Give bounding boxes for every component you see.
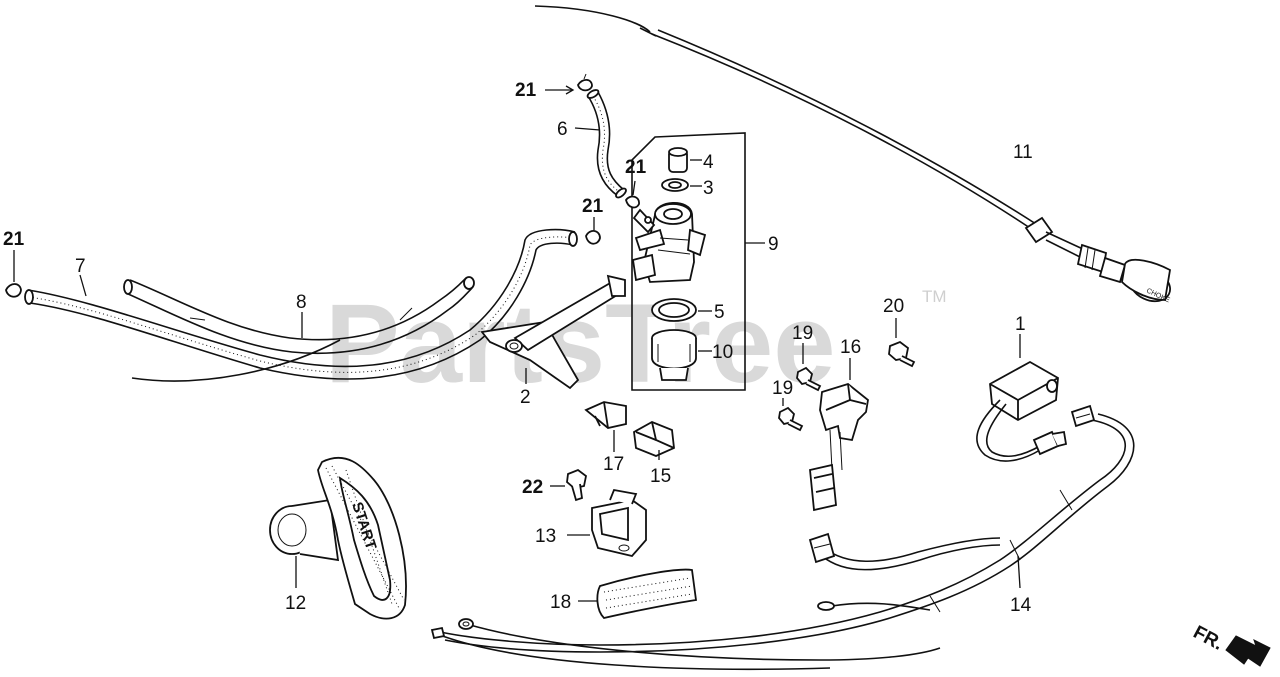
part-11-choke-cable[interactable]: CHOKE [534,5,1175,307]
callout-10: 10 [712,342,733,363]
part-19-screw-b[interactable] [778,398,804,432]
callout-15: 15 [650,466,671,487]
callout-3: 3 [703,178,714,199]
callout-19-a: 19 [792,323,813,344]
part-17-clip[interactable] [584,401,627,452]
part-14-wire-harness[interactable] [430,404,1135,671]
direction-arrow-icon [1225,635,1271,667]
callout-16: 16 [840,337,861,358]
callout-11: 11 [1013,142,1033,163]
callout-22: 22 [522,477,543,498]
callout-19-b: 19 [772,378,793,399]
callout-9: 9 [768,234,779,255]
callout-5: 5 [714,302,725,323]
direction-label: FR. [1190,622,1227,655]
callout-13: 13 [535,526,556,547]
callout-12: 12 [285,593,306,614]
part-7-fuel-tube[interactable] [24,228,578,380]
fuel-valve-body[interactable] [631,201,707,283]
part-21-clip-a[interactable] [545,73,593,95]
part-21-clip-c[interactable] [585,217,601,245]
callout-7: 7 [75,256,86,277]
part-19-screw-a[interactable] [796,343,822,392]
part-9-fuel-valve-assembly[interactable] [631,132,765,391]
part-1-switch-module[interactable] [976,334,1068,462]
direction-indicator: FR. [1190,622,1271,667]
callout-21-b: 21 [625,157,647,178]
part-6-fuel-tube[interactable] [574,88,628,199]
part-22-bolt[interactable] [550,468,587,502]
callout-14: 14 [1010,595,1032,616]
callout-labels: 21 6 4 3 21 21 21 9 5 10 7 8 2 11 20 19 … [3,80,1033,616]
callout-17: 17 [603,454,624,475]
part-2-valve-lever[interactable] [480,274,626,390]
part-4-collar[interactable] [668,147,702,173]
part-21-clip-b[interactable] [625,180,640,209]
part-20-screw[interactable] [888,318,916,368]
callout-8: 8 [296,292,307,313]
part-8-tube[interactable] [123,276,475,382]
callout-4: 4 [703,152,714,173]
part-3-washer[interactable] [661,178,702,192]
part-16-switch[interactable] [809,358,869,512]
part-13-clamp[interactable] [567,488,647,558]
callout-21-c: 21 [582,196,604,217]
callout-20: 20 [883,296,904,317]
callout-21-d: 21 [3,229,25,250]
callout-2: 2 [520,387,531,408]
callout-1: 1 [1015,314,1026,335]
callout-18: 18 [550,592,571,613]
callout-6: 6 [557,119,568,140]
part-21-clip-d[interactable] [5,250,22,298]
part-10-fuel-cup[interactable] [651,329,712,381]
part-12-starter-handle[interactable]: START [269,456,407,620]
part-18-pad[interactable] [578,568,698,619]
part-5-gasket[interactable] [651,298,712,322]
watermark-trademark: TM [922,287,947,306]
callout-21-a: 21 [515,80,537,101]
part-15-grommet[interactable] [633,421,675,460]
